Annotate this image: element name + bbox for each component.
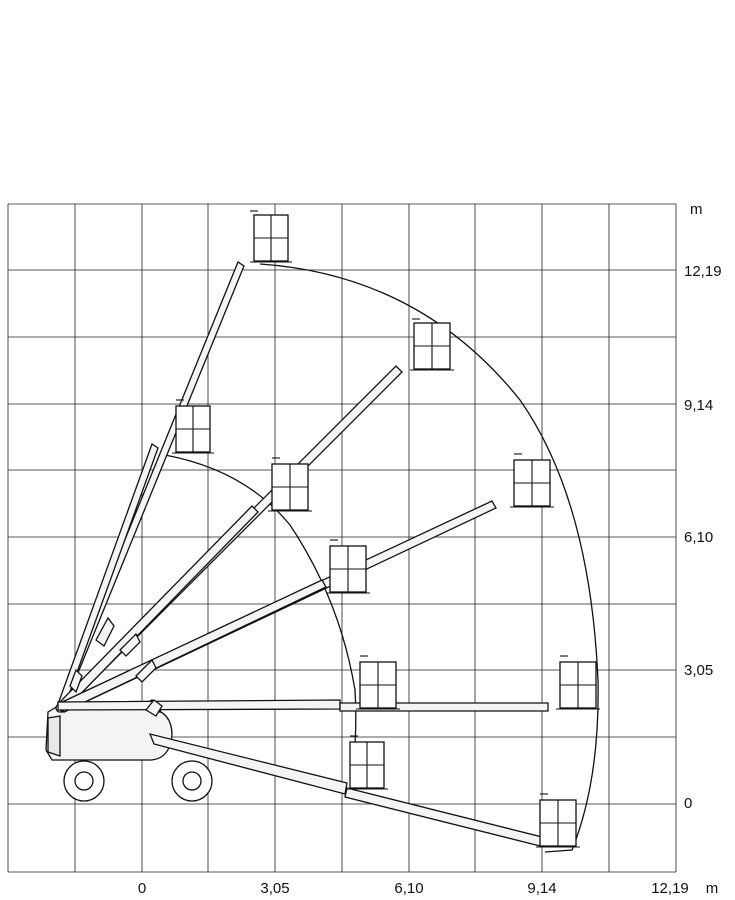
platform-basket — [268, 457, 312, 512]
y-tick-label: 6,10 — [684, 529, 713, 546]
boom-arm — [344, 787, 543, 847]
boom-cylinder — [95, 616, 115, 647]
x-tick-label: 0 — [138, 880, 146, 897]
work-envelope — [164, 263, 599, 853]
front-wheel-hub — [182, 771, 202, 791]
rear-wheel-hub — [74, 771, 94, 791]
boom-cylinder — [119, 632, 141, 657]
platform-basket — [172, 399, 214, 454]
inner-envelope-curve — [164, 454, 357, 791]
x-tick-label: 12,19 — [651, 880, 689, 897]
grid-horizontal-lines — [8, 203, 676, 873]
platform-basket — [556, 655, 600, 710]
boom-arm — [57, 699, 341, 711]
y-axis-labels: 0 3,05 6,10 9,14 12,19 m — [684, 201, 722, 812]
platform-basket — [326, 539, 370, 594]
baskets — [172, 210, 600, 848]
booms — [57, 261, 549, 847]
platform-basket — [536, 793, 580, 848]
platform-basket — [410, 318, 454, 371]
platform-basket — [346, 735, 388, 790]
y-tick-label: 12,19 — [684, 263, 722, 280]
y-tick-label: 3,05 — [684, 662, 713, 679]
grid-vertical-lines — [7, 204, 677, 872]
y-tick-label: 9,14 — [684, 397, 713, 414]
platform-basket — [250, 210, 292, 263]
boom-arm — [148, 733, 348, 795]
boom-cylinder — [135, 658, 157, 683]
boom-cylinder — [145, 699, 163, 717]
machine-counterweight — [47, 715, 61, 757]
x-tick-label: 6,10 — [394, 880, 423, 897]
x-axis-unit: m — [706, 880, 719, 897]
outer-envelope-curve — [259, 263, 599, 853]
aerial-lift-machine — [45, 699, 213, 802]
x-tick-label: 3,05 — [260, 880, 289, 897]
grid — [7, 203, 677, 873]
y-tick-label: 0 — [684, 795, 692, 812]
x-axis-labels: 0 3,05 6,10 9,14 12,19 m — [138, 880, 718, 897]
boom-cylinder — [69, 668, 83, 694]
platform-basket — [356, 655, 400, 710]
y-axis-unit: m — [690, 201, 703, 218]
x-tick-label: 9,14 — [527, 880, 556, 897]
platform-basket — [510, 453, 554, 508]
